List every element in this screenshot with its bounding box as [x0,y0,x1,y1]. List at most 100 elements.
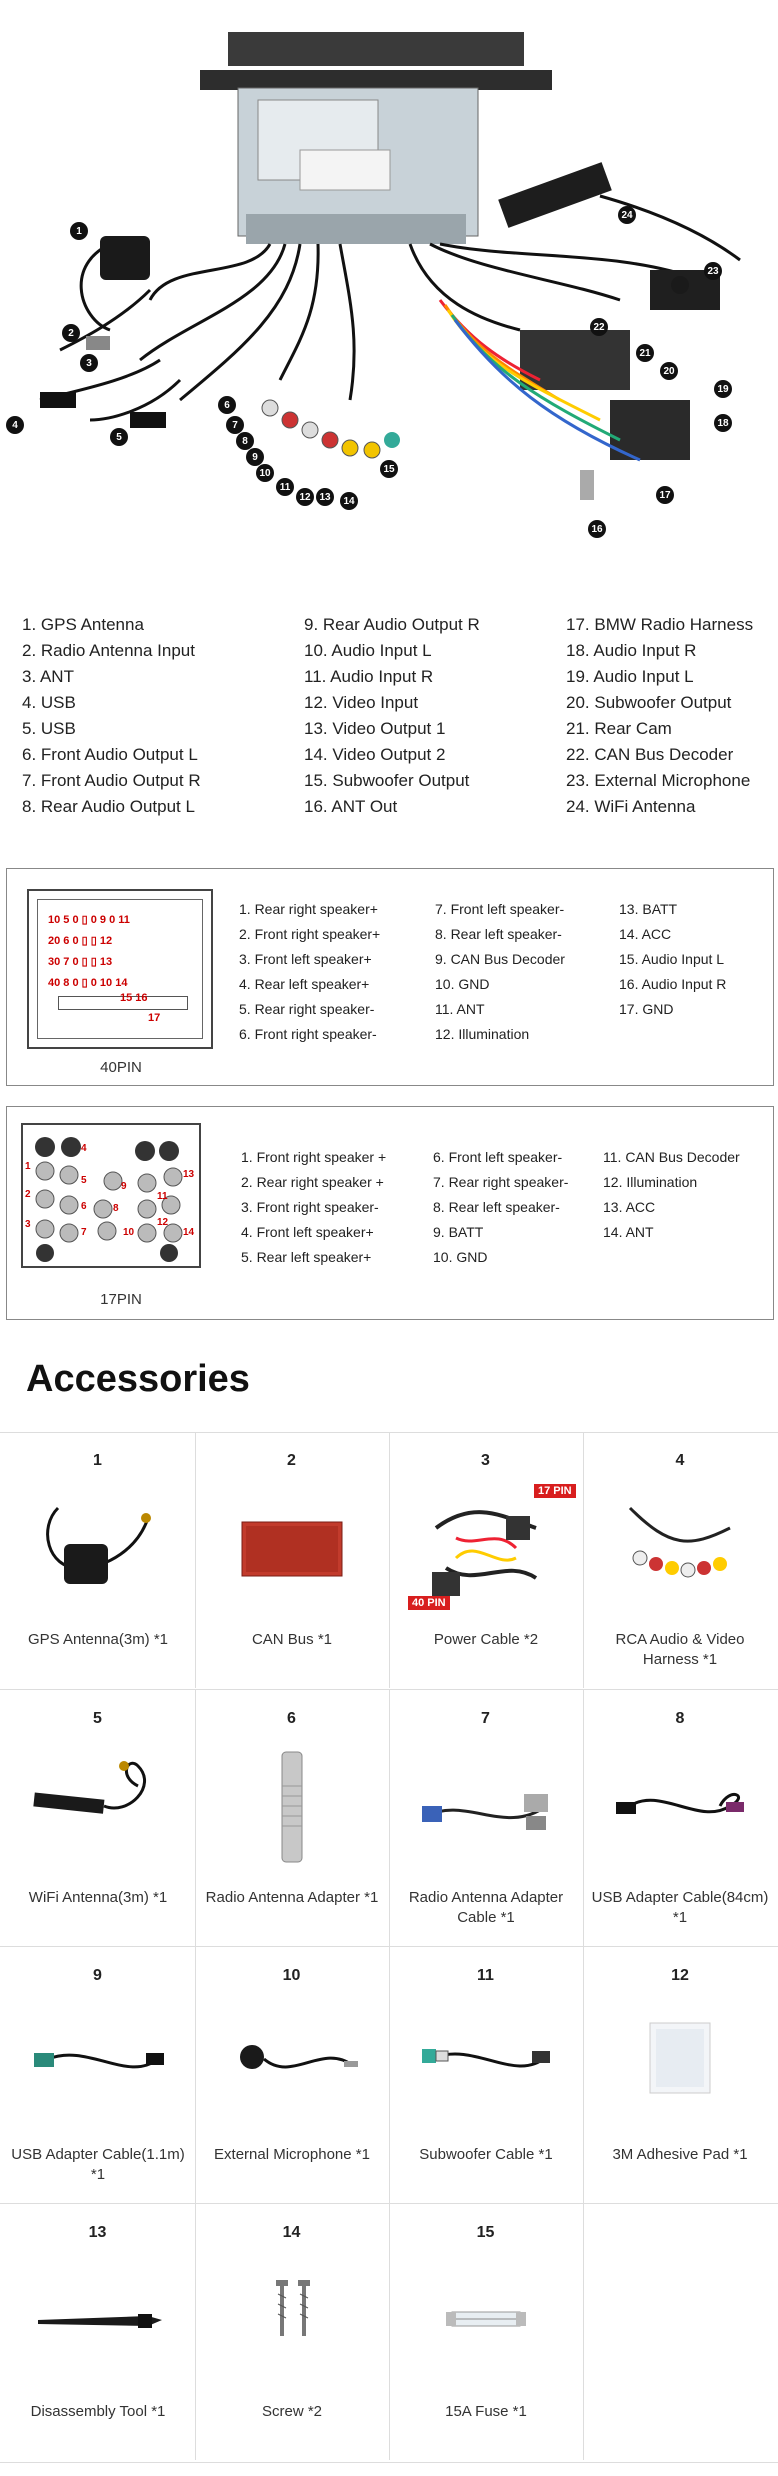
pin17-connector-face [35,1137,183,1262]
accessory-item: 8 USB Adapter Cable(84cm) *1 [582,1690,778,1946]
callout-10: 10 [256,464,274,482]
item-number: 7 [481,1710,490,1727]
item-label: Screw *2 [261,2403,323,2420]
pin40-row: 10 5 0 ▯ 0 9 0 11 [48,914,130,926]
legend-item: 8. Rear Audio Output L [22,797,195,816]
legend-column-3: 17. BMW Radio Harness 18. Audio Input R … [566,612,753,820]
item-label: Disassembly Tool *1 [30,2403,166,2420]
pin-item: 15. Audio Input L [619,951,725,967]
pin17-num: 9 [121,1181,127,1192]
callout-4: 4 [6,416,24,434]
pin-item: 12. Illumination [435,1026,530,1042]
rca-harness-icon [628,1506,731,1578]
pin17-panel: 1 2 3 4 5 6 7 8 9 10 11 12 13 14 17PIN 1… [6,1106,774,1320]
pin-item: 5. Rear left speaker+ [241,1249,372,1265]
item-label: USB Adapter Cable(84cm) *1 [591,1889,769,1926]
legend-item: 18. Audio Input R [566,641,697,660]
callout-17: 17 [656,486,674,504]
accessory-item: 14 Screw *2 [194,2204,390,2460]
pin17-num: 14 [183,1227,195,1238]
callout-16: 16 [588,520,606,538]
pin-item: 10. GND [435,976,490,992]
pin-item: 17. GND [619,1001,674,1017]
item-number: 2 [287,1452,296,1469]
pin40-caption: 40PIN [100,1059,142,1076]
callout-23: 23 [704,262,722,280]
legend-item: 20. Subwoofer Output [566,693,732,712]
callout-9: 9 [246,448,264,466]
item-number: 6 [287,1710,296,1727]
pin-item: 8. Rear left speaker- [435,926,562,942]
pin40-label-15-16: 15 16 [120,992,148,1004]
antenna-adapter-icon [281,1751,303,1863]
pin40-row: 30 7 0 ▯ ▯ 13 [48,956,113,968]
item-number: 1 [93,1452,102,1469]
pin-item: 4. Rear left speaker+ [239,976,370,992]
item-number: 11 [477,1967,494,1984]
pin17-list-2: 6. Front left speaker- 7. Rear right spe… [433,1145,568,1270]
callout-19: 19 [714,380,732,398]
item-label: Power Cable *2 [433,1631,539,1648]
item-label: CAN Bus *1 [251,1631,333,1648]
head-unit-illustration [39,32,741,500]
wiring-diagram: 1 2 3 4 5 6 7 8 9 10 11 12 13 14 15 16 1… [0,0,778,600]
accessory-item: 3 17 PIN 40 PIN Power Cable *2 [388,1432,584,1688]
pin17-tag: 17 PIN [534,1484,576,1498]
callout-20: 20 [660,362,678,380]
pin-item: 1. Rear right speaker+ [239,901,378,917]
pin17-num: 5 [81,1175,87,1186]
item-number: 5 [93,1710,102,1727]
pin-item: 14. ANT [603,1224,654,1240]
legend-item: 24. WiFi Antenna [566,797,696,816]
pin17-connector: 1 2 3 4 5 6 7 8 9 10 11 12 13 14 [21,1123,201,1268]
legend-item: 15. Subwoofer Output [304,771,470,790]
usb-cable-long-icon [34,2053,164,2069]
item-number: 3 [481,1452,490,1469]
callout-13: 13 [316,488,334,506]
callout-22: 22 [590,318,608,336]
pin-item: 1. Front right speaker + [241,1149,387,1165]
callout-14: 14 [340,492,358,510]
item-number: 9 [93,1967,102,1984]
accessory-item: 5 WiFi Antenna(3m) *1 [0,1690,196,1946]
legend-item: 19. Audio Input L [566,667,694,686]
callout-8: 8 [236,432,254,450]
callout-18: 18 [714,414,732,432]
legend-item: 7. Front Audio Output R [22,771,201,790]
legend-item: 13. Video Output 1 [304,719,446,738]
callout-3: 3 [80,354,98,372]
callout-1: 1 [70,222,88,240]
accessory-item: 7 Radio Antenna Adapter Cable *1 [388,1690,584,1946]
callout-5: 5 [110,428,128,446]
legend-item: 16. ANT Out [304,797,398,816]
pin-item: 9. BATT [433,1224,484,1240]
accessory-item: 12 3M Adhesive Pad *1 [582,1947,778,2203]
power-cable-icon [432,1510,538,1596]
pin-item: 7. Front left speaker- [435,901,565,917]
pin17-num: 3 [25,1219,31,1230]
item-label: USB Adapter Cable(1.1m) *1 [11,2146,185,2183]
pin-item: 9. CAN Bus Decoder [435,951,565,967]
legend-item: 2. Radio Antenna Input [22,641,195,660]
pin40-list-1: 1. Rear right speaker+ 2. Front right sp… [239,897,380,1047]
legend-item: 10. Audio Input L [304,641,432,660]
legend-item: 9. Rear Audio Output R [304,615,480,634]
legend-item: 14. Video Output 2 [304,745,446,764]
microphone-icon [240,2045,358,2069]
pin17-num: 6 [81,1201,87,1212]
pin17-num: 7 [81,1227,87,1238]
accessory-item: 9 USB Adapter Cable(1.1m) *1 [0,1947,196,2203]
callout-21: 21 [636,344,654,362]
adhesive-pad-icon [649,2022,711,2094]
item-number: 14 [282,2224,301,2241]
pin-item: 10. GND [433,1249,488,1265]
item-label: GPS Antenna(3m) *1 [27,1631,169,1648]
legend-item: 12. Video Input [304,693,419,712]
legend-item: 17. BMW Radio Harness [566,615,754,634]
pin-item: 14. ACC [619,926,672,942]
accessory-empty-cell [582,2204,778,2460]
pin-item: 11. CAN Bus Decoder [603,1149,740,1165]
pin17-num: 2 [25,1189,31,1200]
gps-antenna-icon [46,1506,151,1584]
accessory-item: 10 External Microphone *1 [194,1947,390,2203]
